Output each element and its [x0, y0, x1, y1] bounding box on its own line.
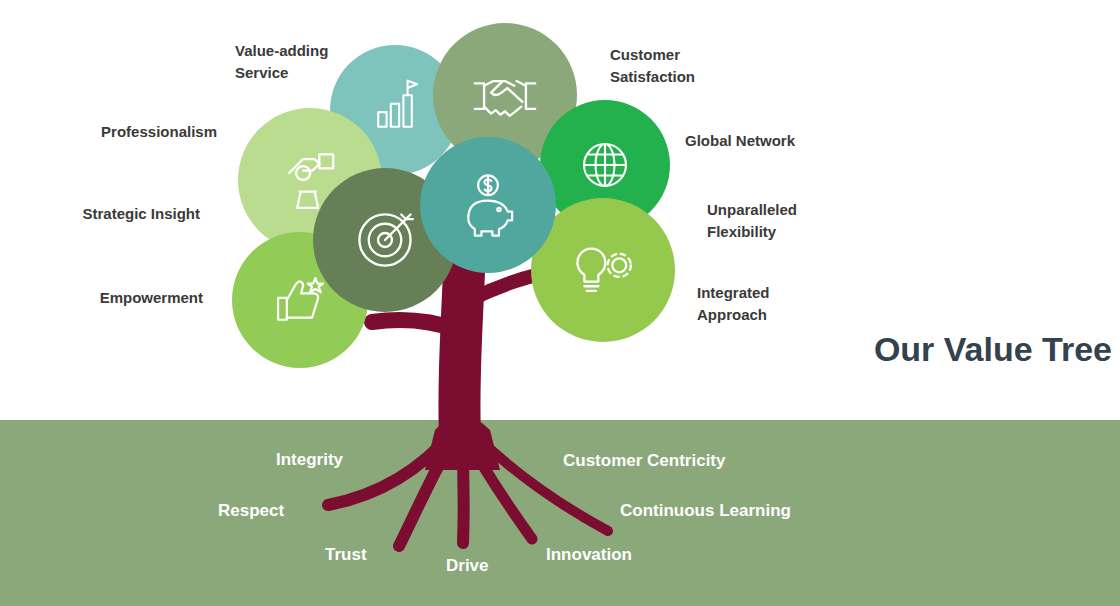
- root-value: Drive: [446, 556, 489, 576]
- icon: [378, 81, 417, 127]
- circle-fill: [420, 137, 556, 273]
- root-value: Respect: [218, 501, 284, 521]
- root-value: Trust: [325, 545, 367, 565]
- ground-band: Integrity Customer CentricityRespect Conti…: [0, 420, 1120, 606]
- circle-fill: [232, 232, 368, 368]
- circle-shape: [420, 137, 556, 273]
- circle-fill: [531, 198, 675, 342]
- icon: [584, 144, 626, 186]
- icon: [577, 249, 630, 291]
- value-label: Global Network: [685, 130, 795, 152]
- value-label: Customer Satisfaction: [610, 44, 720, 88]
- root-value: Innovation: [546, 545, 632, 565]
- root-value: Integrity: [276, 450, 343, 470]
- icon: [278, 278, 323, 320]
- title: Our Value Tree: [874, 328, 1112, 370]
- value-label: Professionalism: [101, 121, 217, 143]
- value-label: Strategic Insight: [82, 203, 200, 225]
- value-label: Empowerment: [100, 287, 203, 309]
- value-label: Unparalleled Flexibility: [707, 199, 817, 243]
- value-label: Value-adding Service: [235, 40, 335, 84]
- icon: [475, 81, 535, 116]
- root-value: Customer Centricity: [563, 451, 725, 471]
- value-circle: Unparalleled Flexibility: [420, 137, 556, 273]
- value-label: Integrated Approach: [697, 282, 797, 326]
- root-value: Continuous Learning: [620, 501, 791, 521]
- icon: [359, 214, 412, 265]
- icon: [468, 175, 512, 235]
